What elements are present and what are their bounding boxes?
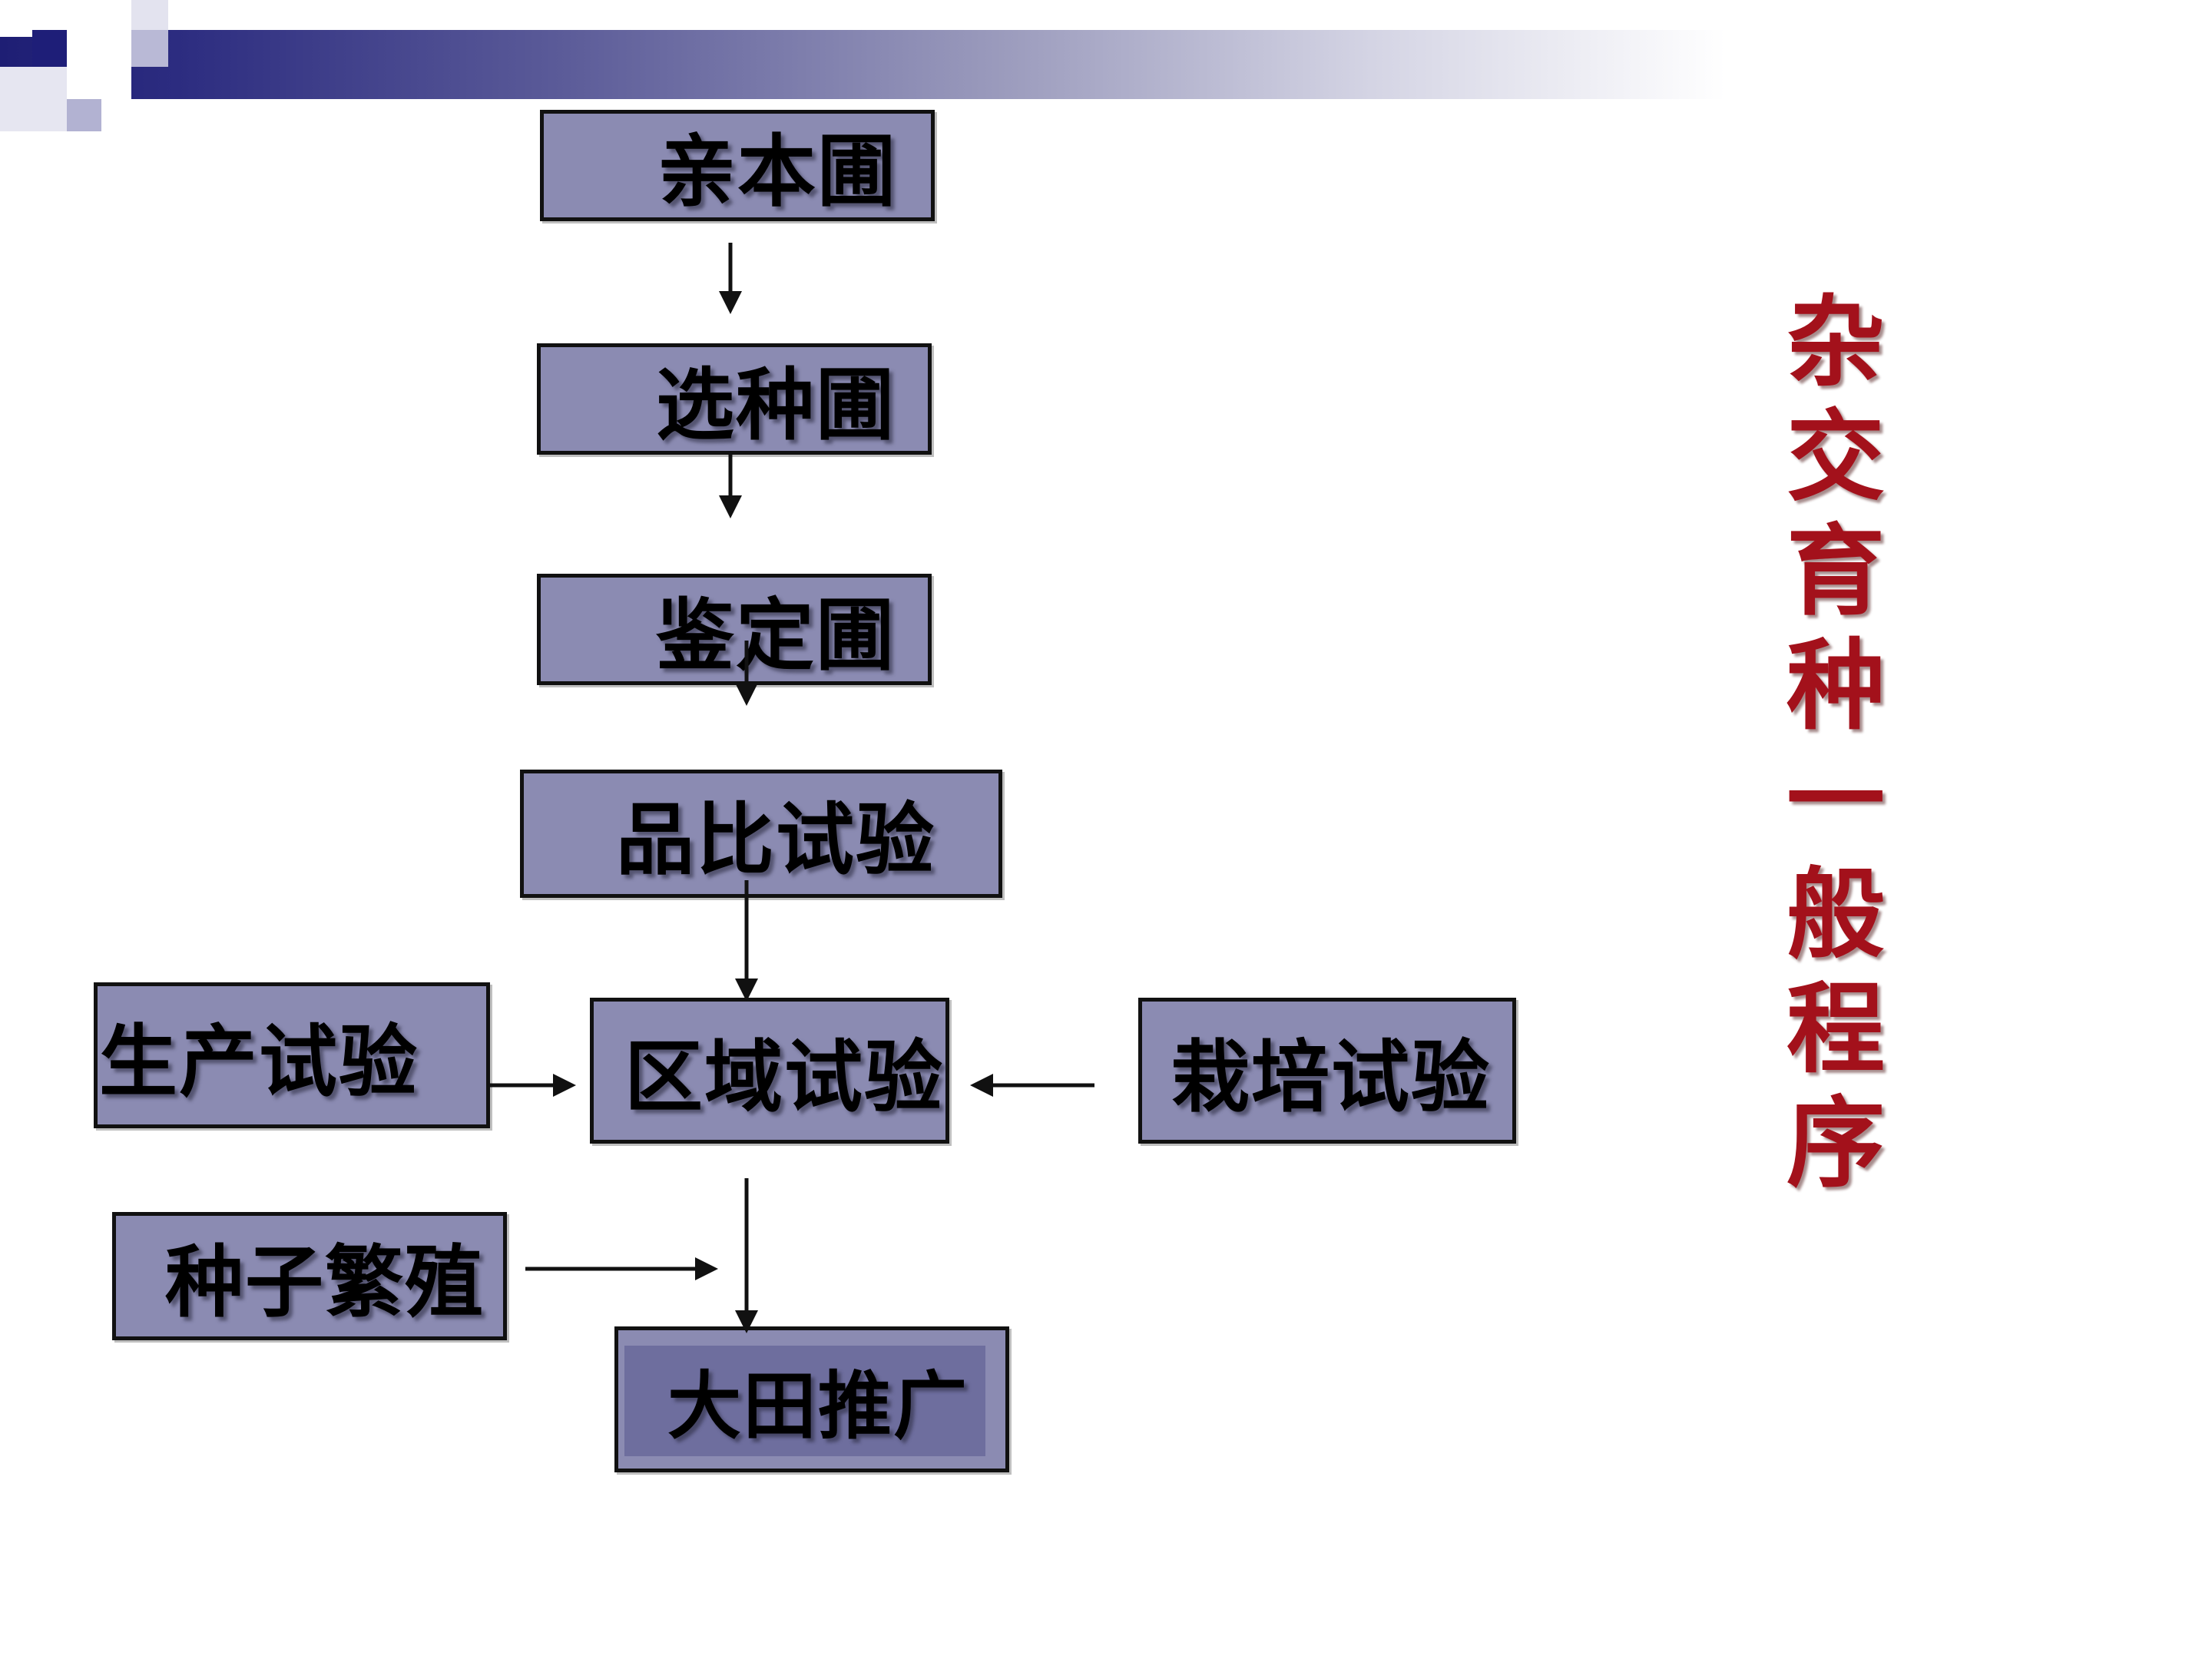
header-deco-square	[0, 67, 67, 131]
node-label: 品比试验	[616, 794, 935, 886]
node-inner-panel	[624, 1346, 985, 1456]
header-deco-square	[131, 30, 168, 67]
node-label: 鉴定圃	[656, 590, 896, 682]
node-label: 种子繁殖	[165, 1237, 485, 1329]
title-char: 般	[1786, 857, 1885, 972]
header-gradient-bar	[0, 30, 2212, 99]
node-label: 大田推广	[667, 1362, 969, 1449]
header-deco-square	[131, 0, 168, 30]
header-deco-square	[67, 99, 101, 131]
node-label: 栽培试验	[1171, 1031, 1491, 1124]
header-deco-square	[67, 30, 131, 99]
header-deco-square	[67, 0, 131, 30]
header-deco-square	[32, 30, 67, 67]
title-char: 杂	[1786, 285, 1885, 400]
node-variety-trial: 品比试验	[520, 770, 1002, 898]
node-field-promotion: 大田推广	[614, 1326, 1009, 1472]
node-regional-trial: 区域试验	[590, 998, 949, 1144]
title-char: 序	[1786, 1086, 1885, 1201]
header-deco-square	[0, 0, 32, 37]
node-seed-propagation: 种子繁殖	[112, 1212, 507, 1340]
node-production-trial: 生产试验	[94, 982, 490, 1128]
node-evaluation-nursery: 鉴定圃	[537, 574, 932, 685]
node-parent-nursery: 亲本圃	[540, 110, 935, 221]
title-char: 育	[1786, 514, 1885, 629]
node-cultivation-trial: 栽培试验	[1138, 998, 1516, 1144]
node-label: 亲本圃	[657, 126, 897, 218]
node-label: 选种圃	[656, 359, 896, 452]
title-char: 种	[1786, 628, 1885, 743]
node-label: 生产试验	[99, 1015, 419, 1108]
node-label: 区域试验	[624, 1031, 944, 1124]
title-char: 一	[1786, 743, 1885, 858]
title-char: 程	[1786, 972, 1885, 1087]
title-char: 交	[1786, 399, 1885, 515]
node-selection-nursery: 选种圃	[537, 343, 932, 455]
vertical-title: 杂 交 育 种 一 般 程 序	[1767, 286, 1905, 1201]
